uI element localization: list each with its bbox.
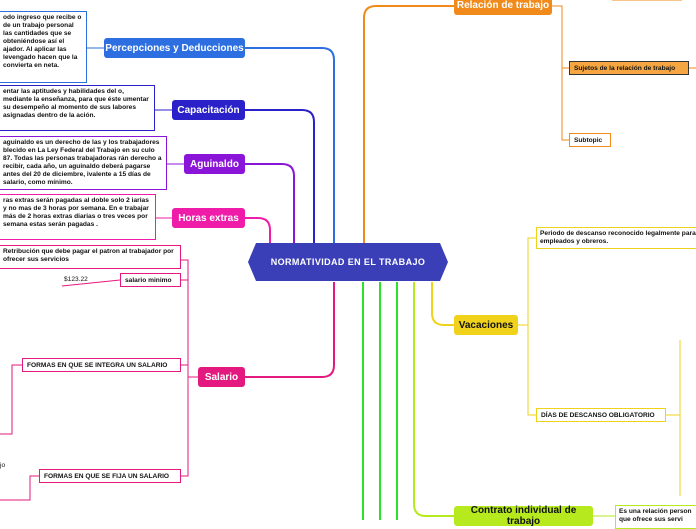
salario-minimo-value: $123.22 xyxy=(64,276,88,283)
link-dias-right xyxy=(666,340,681,496)
connector-contrato xyxy=(413,282,454,517)
link-salario-subs xyxy=(181,259,198,477)
sub-formas-integra[interactable]: FORMAS EN QUE SE INTEGRA UN SALARIO xyxy=(22,358,181,372)
note-vacaciones[interactable]: Periodo de descanso reconocido legalment… xyxy=(536,227,696,249)
link-vacaciones-subs xyxy=(518,237,536,416)
branch-vacaciones[interactable]: Vacaciones xyxy=(454,315,518,335)
note-percepciones[interactable]: odo ingreso que recibe o de un trabajo p… xyxy=(0,11,87,83)
link-relacion-subs xyxy=(552,5,569,141)
note-contrato[interactable]: Es una relación person que ofrece sus se… xyxy=(615,505,696,529)
note-capacitacion[interactable]: entar las aptitudes y habilidades del o,… xyxy=(0,85,155,131)
branch-contrato[interactable]: Contrato individual de trabajo xyxy=(454,505,593,527)
connector-vacaciones xyxy=(431,282,454,326)
connector-salario xyxy=(245,282,335,378)
central-node-shape xyxy=(248,243,448,281)
link-salario-minimo-value xyxy=(61,279,121,287)
sub-subtopic[interactable]: Subtopic xyxy=(569,133,611,147)
central-node[interactable]: NORMATIVIDAD EN EL TRABAJO xyxy=(250,243,446,281)
branch-horas-extras[interactable]: Horas extras xyxy=(172,208,245,228)
sub-sujetos-relacion[interactable]: Sujetos de la relación de trabajo xyxy=(569,61,689,75)
branch-aguinaldo[interactable]: Aguinaldo xyxy=(184,154,245,174)
link-integra-left xyxy=(0,364,22,435)
fragment-jo: jo xyxy=(0,462,6,469)
connector-capacitacion xyxy=(245,109,315,262)
connector-horas-extras xyxy=(245,217,271,262)
branch-relacion[interactable]: Relación de trabajo xyxy=(454,0,552,15)
connector-percepciones xyxy=(245,47,335,262)
connector-aguinaldo xyxy=(245,163,295,262)
sub-formas-fija[interactable]: FORMAS EN QUE SE FIJA UN SALARIO xyxy=(39,469,181,483)
connector-relacion xyxy=(363,5,454,250)
central-title: NORMATIVIDAD EN EL TRABAJO xyxy=(270,257,426,267)
note-salario[interactable]: Retribución que debe pagar el patron al … xyxy=(0,245,181,269)
branch-salario[interactable]: Salario xyxy=(198,367,245,387)
branch-capacitacion[interactable]: Capacitación xyxy=(172,100,245,120)
branch-percepciones[interactable]: Percepciones y Deducciones xyxy=(104,38,245,58)
sub-dias-descanso[interactable]: DÍAS DE DESCANSO OBLIGATORIO xyxy=(536,408,666,422)
note-aguinaldo[interactable]: aguinaldo es un derecho de las y los tra… xyxy=(0,136,167,190)
sub-salario-minimo[interactable]: salario minimo xyxy=(120,273,181,287)
note-horas-extras[interactable]: ras extras serán pagadas al doble solo 2… xyxy=(0,194,156,240)
link-fija-left xyxy=(0,475,39,501)
